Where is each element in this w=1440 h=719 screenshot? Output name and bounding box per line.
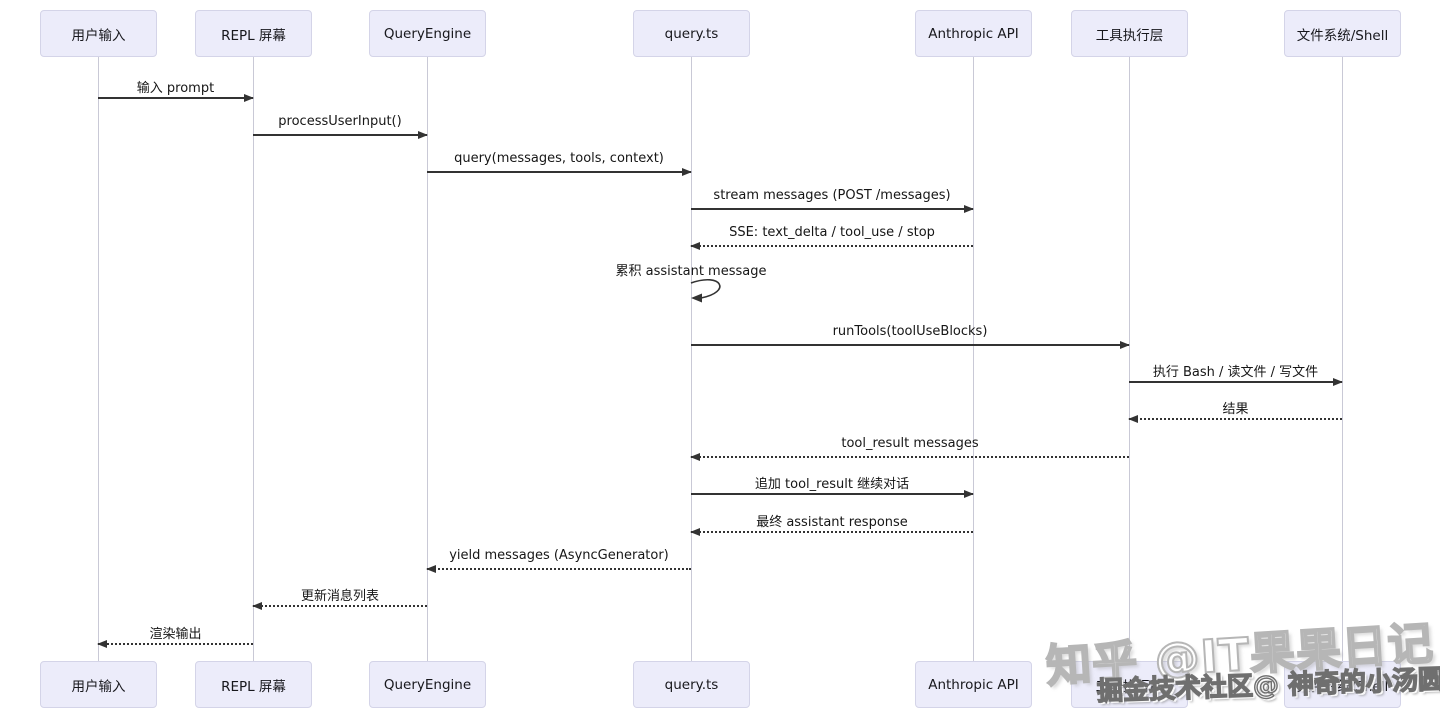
- message-label: 更新消息列表: [300, 589, 379, 604]
- actor-top-repl-screen: REPL 屏幕: [195, 10, 312, 57]
- message-label: 执行 Bash / 读文件 / 写文件: [1152, 365, 1319, 380]
- lifeline-anthropic-api: [973, 56, 974, 662]
- message-label: 输入 prompt: [136, 81, 215, 96]
- self-loop-arrow-icon: [690, 278, 721, 303]
- actor-bottom-query-ts: query.ts: [633, 661, 750, 708]
- arrowhead-left-icon: [252, 601, 262, 610]
- message-exec-bash-read-write: 执行 Bash / 读文件 / 写文件: [1129, 361, 1343, 387]
- lifeline-query-engine: [427, 56, 428, 662]
- message-update-message-list: 更新消息列表: [252, 585, 427, 611]
- actor-bottom-filesystem-shell: 文件系统/Shell: [1284, 661, 1401, 708]
- arrow-line: [691, 344, 1129, 346]
- actor-bottom-repl-screen: REPL 屏幕: [195, 661, 312, 708]
- arrow-line: [427, 568, 691, 570]
- arrowhead-left-icon: [426, 564, 436, 573]
- arrow-line: [691, 208, 973, 210]
- arrowhead-left-icon: [690, 527, 700, 536]
- arrow-line: [427, 171, 691, 173]
- message-query-call: query(messages, tools, context): [427, 151, 692, 177]
- arrowhead-left-icon: [97, 639, 107, 648]
- arrow-line: [691, 456, 1129, 458]
- arrow-line: [98, 97, 253, 99]
- actor-top-tool-exec-layer: 工具执行层: [1071, 10, 1188, 57]
- arrow-line: [1129, 381, 1342, 383]
- message-run-tools: runTools(toolUseBlocks): [691, 324, 1130, 350]
- message-yield-messages: yield messages (AsyncGenerator): [426, 548, 691, 574]
- message-accumulate-assistant: 累积 assistant message: [615, 264, 767, 279]
- message-append-tool-result: 追加 tool_result 继续对话: [691, 473, 974, 499]
- message-label: query(messages, tools, context): [454, 151, 664, 166]
- arrow-line: [253, 605, 427, 607]
- arrowhead-left-icon: [690, 452, 700, 461]
- lifeline-repl-screen: [253, 56, 254, 662]
- lifeline-query-ts: [691, 56, 692, 662]
- arrow-line: [1129, 418, 1342, 420]
- actor-bottom-anthropic-api: Anthropic API: [915, 661, 1032, 708]
- actor-top-anthropic-api: Anthropic API: [915, 10, 1032, 57]
- actor-top-query-engine: QueryEngine: [369, 10, 486, 57]
- lifeline-filesystem-shell: [1342, 56, 1343, 662]
- arrowhead-right-icon: [418, 130, 428, 139]
- message-result: 结果: [1128, 398, 1342, 424]
- message-label: 追加 tool_result 继续对话: [754, 477, 910, 492]
- message-process-user-input: processUserInput(): [253, 114, 428, 140]
- message-render-output: 渲染输出: [97, 623, 253, 649]
- message-label: 结果: [1222, 402, 1249, 417]
- message-label: processUserInput(): [278, 114, 402, 129]
- message-tool-result-messages: tool_result messages: [690, 436, 1129, 462]
- arrowhead-right-icon: [1333, 377, 1343, 386]
- arrowhead-right-icon: [964, 204, 974, 213]
- actor-bottom-query-engine: QueryEngine: [369, 661, 486, 708]
- arrowhead-left-icon: [690, 241, 700, 250]
- lifeline-tool-exec-layer: [1129, 56, 1130, 662]
- message-final-assistant-response: 最终 assistant response: [690, 511, 973, 537]
- message-stream-messages: stream messages (POST /messages): [691, 188, 974, 214]
- actor-top-query-ts: query.ts: [633, 10, 750, 57]
- arrow-line: [691, 531, 973, 533]
- arrowhead-right-icon: [1120, 340, 1130, 349]
- arrowhead-right-icon: [244, 93, 254, 102]
- actor-bottom-user-input: 用户输入: [40, 661, 157, 708]
- arrow-line: [98, 643, 253, 645]
- arrow-line: [253, 134, 427, 136]
- actor-top-user-input: 用户输入: [40, 10, 157, 57]
- arrow-line: [691, 493, 973, 495]
- actor-bottom-tool-exec-layer: 工具执行层: [1071, 661, 1188, 708]
- actor-top-filesystem-shell: 文件系统/Shell: [1284, 10, 1401, 57]
- message-label: yield messages (AsyncGenerator): [449, 548, 669, 563]
- arrow-line: [691, 245, 973, 247]
- arrowhead-right-icon: [964, 489, 974, 498]
- lifeline-user-input: [98, 56, 99, 662]
- message-label: 最终 assistant response: [756, 515, 908, 530]
- message-label: tool_result messages: [841, 436, 979, 451]
- message-label: stream messages (POST /messages): [713, 188, 951, 203]
- arrowhead-left-icon: [1128, 414, 1138, 423]
- message-input-prompt: 输入 prompt: [98, 77, 254, 103]
- message-sse-events: SSE: text_delta / tool_use / stop: [690, 225, 973, 251]
- message-label: SSE: text_delta / tool_use / stop: [729, 225, 935, 240]
- message-label: 渲染输出: [149, 627, 202, 642]
- arrowhead-right-icon: [682, 167, 692, 176]
- message-label: runTools(toolUseBlocks): [832, 324, 988, 339]
